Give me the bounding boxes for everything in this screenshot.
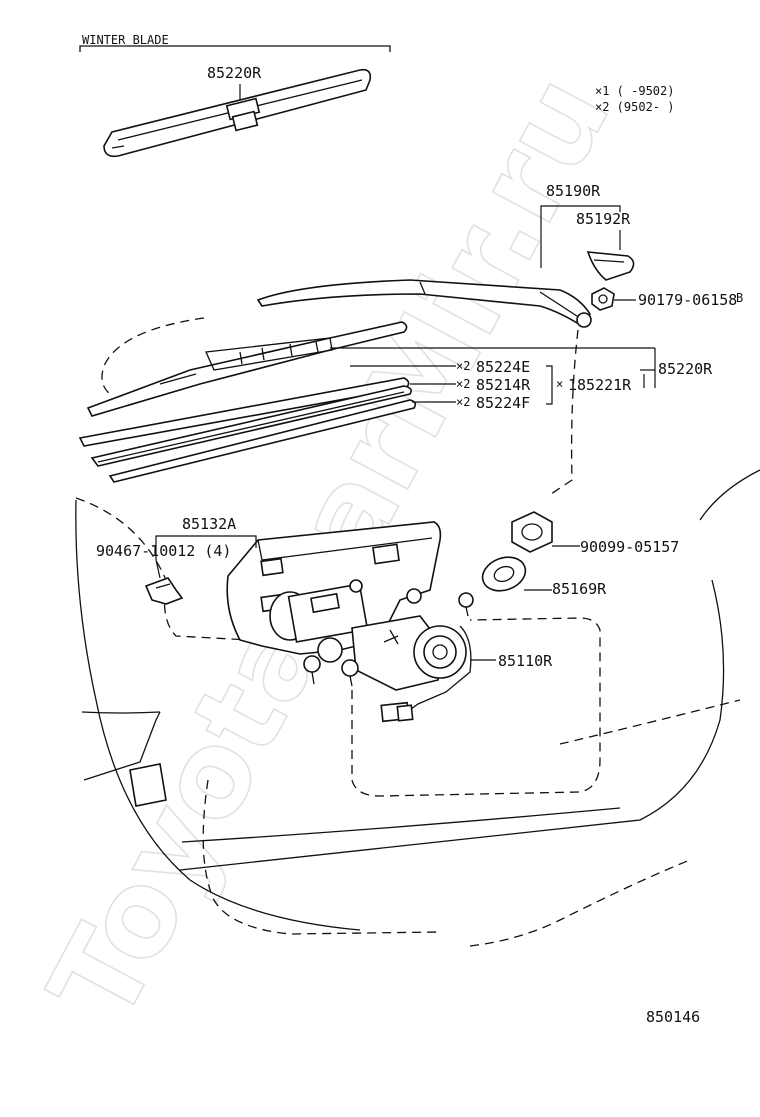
mark-backing-plate: ×2 — [456, 377, 470, 391]
label-winter-blade-part[interactable]: 85220R — [207, 64, 262, 82]
label-arm-nut-suffix: B — [736, 291, 743, 305]
mark-rubber-e: ×2 — [456, 359, 470, 373]
winter-blade-heading: WINTER BLADE — [82, 33, 169, 47]
motor-connector — [380, 701, 414, 723]
label-motor[interactable]: 85110R — [498, 652, 553, 670]
arm-nut — [591, 287, 615, 311]
blade-backing-plate — [90, 385, 412, 467]
legend-note-2: ×2 (9502- ) — [595, 100, 674, 114]
blade-rubber-f — [108, 399, 417, 483]
label-arm-assy[interactable]: 85190R — [546, 182, 601, 200]
label-blade-assy[interactable]: 85220R — [658, 360, 713, 378]
label-seal[interactable]: 85169R — [552, 580, 607, 598]
label-rubber-e[interactable]: 85224E — [476, 358, 530, 376]
label-clip[interactable]: 90467-10012 (4) — [96, 542, 231, 560]
winter-blade-shape — [103, 68, 372, 158]
label-refill[interactable]: 185221R — [568, 376, 632, 394]
grommet-nut — [511, 511, 553, 553]
seal-washer — [481, 556, 527, 592]
winter-blade-inset: WINTER BLADE 85220R — [79, 33, 391, 158]
mark-refill: × — [556, 377, 563, 391]
wiper-arm — [256, 279, 592, 328]
label-arm-nut[interactable]: 90179-06158 — [638, 291, 737, 309]
legend: ×1 ( -9502) ×2 (9502- ) — [595, 84, 674, 114]
label-arm-cap[interactable]: 85192R — [576, 210, 631, 228]
diagram-code: 850146 — [646, 1008, 700, 1026]
body-lines — [75, 469, 760, 931]
mark-rubber-f: ×2 — [456, 395, 470, 409]
arm-cap — [586, 251, 635, 281]
label-motor-bracket[interactable]: 85132A — [182, 515, 236, 533]
label-rubber-f[interactable]: 85224F — [476, 394, 530, 412]
clip-part — [144, 577, 184, 605]
label-backing-plate[interactable]: 85214R — [476, 376, 531, 394]
label-grommet-nut[interactable]: 90099-05157 — [580, 538, 679, 556]
phantom-body-lines — [75, 317, 741, 947]
motor-mount-bolts — [303, 592, 474, 687]
wiper-motor — [269, 579, 472, 715]
wiper-blade — [86, 321, 408, 417]
legend-note-1: ×1 ( -9502) — [595, 84, 674, 98]
